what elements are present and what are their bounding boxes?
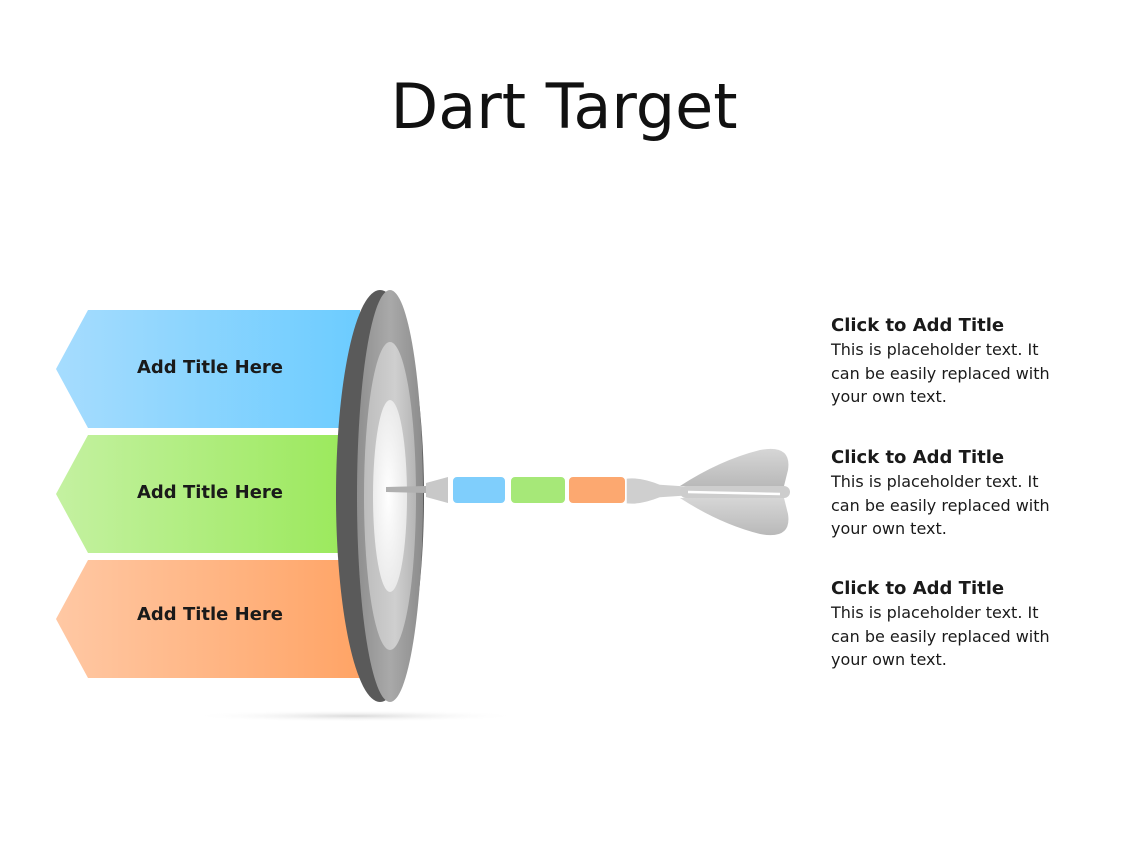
text-block-3: Click to Add Title This is placeholder t… [831, 577, 1081, 672]
dart-icon [386, 448, 790, 536]
text-block-title[interactable]: Click to Add Title [831, 447, 1005, 468]
text-block-body[interactable]: This is placeholder text. It can be easi… [831, 472, 1050, 538]
arrow-banner-orange[interactable] [56, 560, 360, 678]
text-block-title[interactable]: Click to Add Title [831, 315, 1005, 336]
arrow-label-3[interactable]: Add Title Here [136, 604, 284, 625]
text-block-title[interactable]: Click to Add Title [831, 578, 1005, 599]
text-block-body[interactable]: This is placeholder text. It can be easi… [831, 340, 1050, 406]
text-block-1: Click to Add Title This is placeholder t… [831, 314, 1081, 409]
arrow-banner-blue[interactable] [56, 310, 360, 428]
arrow-banner-green[interactable] [56, 435, 345, 553]
text-block-body[interactable]: This is placeholder text. It can be easi… [831, 603, 1050, 669]
dart-segment-green [509, 475, 567, 505]
arrow-label-1[interactable]: Add Title Here [136, 357, 284, 378]
dart-segment-orange [567, 475, 627, 505]
text-block-2: Click to Add Title This is placeholder t… [831, 446, 1081, 541]
arrow-label-2[interactable]: Add Title Here [136, 482, 284, 503]
dart-segment-blue [451, 475, 507, 505]
board-shadow [190, 710, 520, 722]
dartboard-icon [336, 290, 424, 702]
slide-title[interactable]: Dart Target [390, 70, 738, 143]
